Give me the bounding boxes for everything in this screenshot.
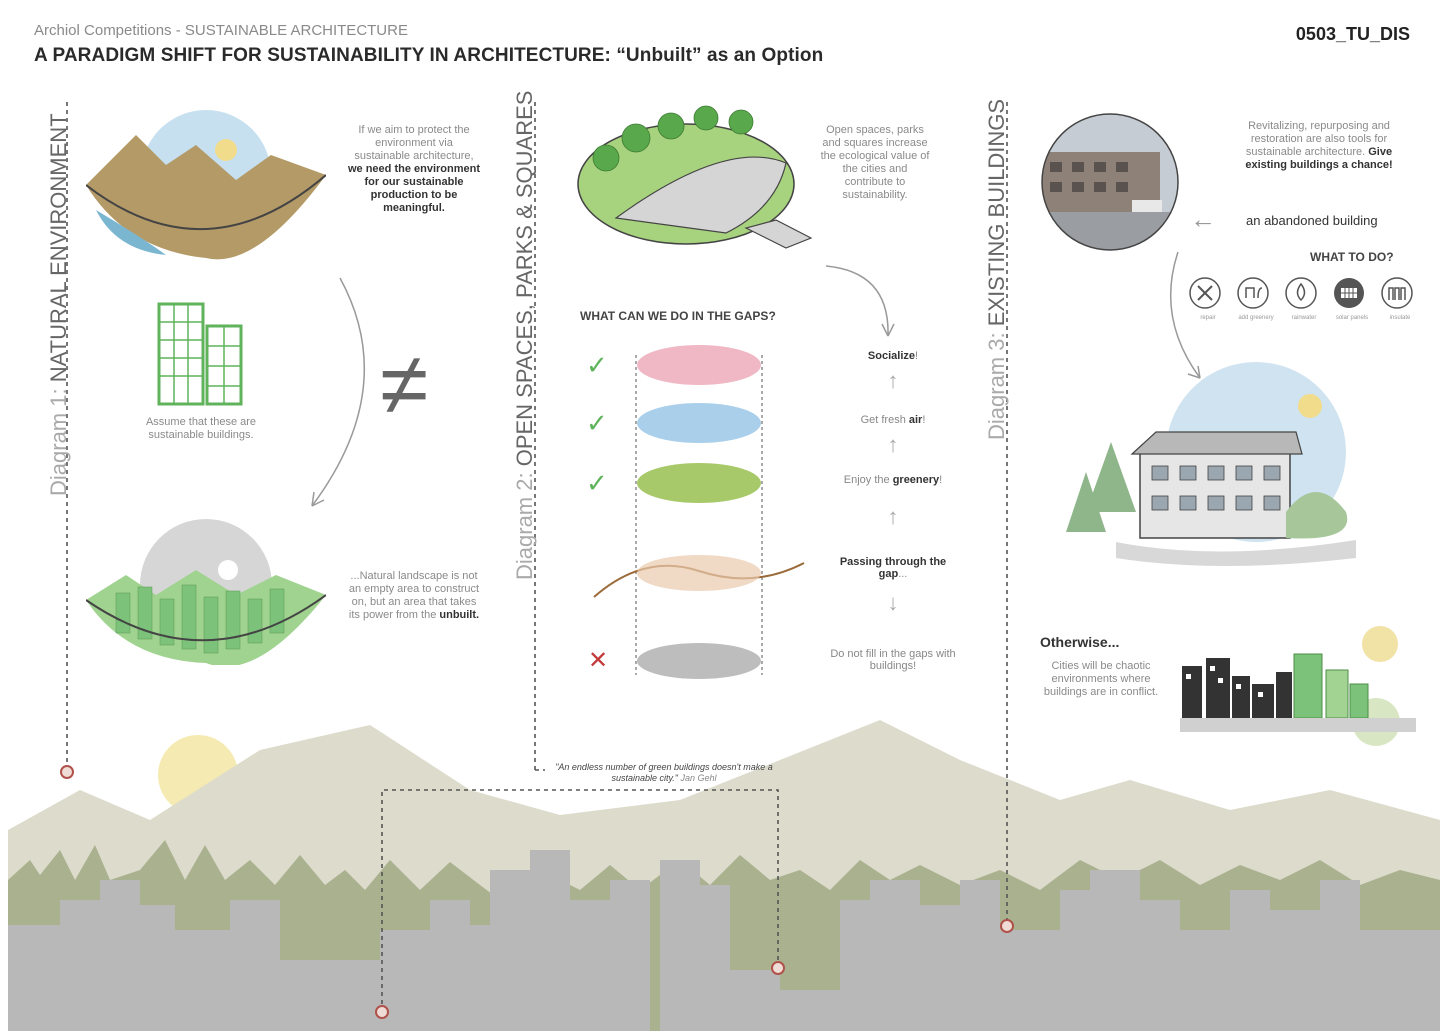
check-icon: ✓ xyxy=(586,350,608,380)
action-icons-row: repair add greenery rainwater solar pane… xyxy=(1188,276,1420,321)
gap-layers-diagram xyxy=(593,345,805,679)
otherwise-text: Cities will be chaotic environments wher… xyxy=(1043,660,1159,698)
step-greenery: Enjoy the greenery! xyxy=(843,474,943,486)
add-greenery-icon: add greenery xyxy=(1236,276,1276,321)
step-fresh-air: Get fresh air! xyxy=(860,414,926,426)
diagram3-label: Diagram 3: EXISTING BUILDINGS xyxy=(984,98,1009,440)
down-arrow-icon: ↓ xyxy=(887,590,899,615)
left-arrow-icon: ← xyxy=(1190,204,1216,234)
marker-dot xyxy=(375,1005,389,1019)
park-square-illustration xyxy=(577,105,812,249)
built-landscape-illustration xyxy=(86,519,326,665)
step-passing: Passing through the gap... xyxy=(839,556,947,580)
gaps-question: WHAT CAN WE DO IN THE GAPS? xyxy=(580,309,776,323)
city-skyline xyxy=(8,850,1440,1031)
up-arrow-icon: ↑ xyxy=(887,504,899,529)
check-icon: ✓ xyxy=(586,468,608,498)
abandoned-building-photo xyxy=(1041,113,1179,251)
step-do-not-fill: Do not fill in the gaps with buildings! xyxy=(830,648,956,672)
marker-dot xyxy=(771,961,785,975)
diagram2-connector xyxy=(381,789,779,1012)
diagram1-label: Diagram 1: NATURAL ENVIRONMENT xyxy=(46,113,71,496)
cross-icon: ✕ xyxy=(588,647,609,674)
green-buildings-icon xyxy=(157,302,243,406)
curved-arrow-icon xyxy=(311,277,366,507)
project-code: 0503_TU_DIS xyxy=(1295,24,1410,44)
curved-arrow-icon xyxy=(825,265,895,337)
solar-panels-icon: solar panels xyxy=(1332,276,1372,321)
up-arrow-icon: ↑ xyxy=(887,432,899,457)
buildings-layer xyxy=(637,643,761,679)
diagram1-text2: ...Natural landscape is not an empty are… xyxy=(348,570,480,621)
insulate-icon: insulate xyxy=(1380,276,1420,321)
chaotic-city-illustration xyxy=(1180,626,1416,746)
quote: "An endless number of green buildings do… xyxy=(555,762,773,783)
marker-dot xyxy=(1000,919,1014,933)
header-title: A PARADIGM SHIFT FOR SUSTAINABILITY IN A… xyxy=(34,45,824,66)
socialize-layer xyxy=(637,345,761,385)
curved-arrow-icon xyxy=(1169,251,1201,379)
diagram2-intro: Open spaces, parks and squares increase … xyxy=(820,124,930,201)
greenery-layer xyxy=(637,463,761,503)
revitalized-building-illustration xyxy=(1066,362,1356,566)
otherwise-heading: Otherwise... xyxy=(1040,634,1120,650)
not-equal-icon: ≠ xyxy=(380,334,429,433)
fresh-air-layer xyxy=(637,403,761,443)
mountain-landscape-illustration xyxy=(86,110,326,260)
step-socialize: Socialize! xyxy=(867,350,919,362)
buildings-caption: Assume that these are sustainable buildi… xyxy=(145,416,257,441)
rainwater-icon: rainwater xyxy=(1284,276,1324,321)
header-subtitle: Archiol Competitions - SUSTAINABLE ARCHI… xyxy=(34,22,408,39)
check-icon: ✓ xyxy=(586,408,608,438)
diagram1-text1: If we aim to protect the environment via… xyxy=(347,124,481,214)
marker-dot xyxy=(60,765,74,779)
what-to-do-heading: WHAT TO DO? xyxy=(1310,250,1394,264)
diagram3-text: Revitalizing, repurposing and restoratio… xyxy=(1245,120,1393,171)
up-arrow-icon: ↑ xyxy=(887,368,899,393)
abandoned-label: an abandoned building xyxy=(1246,213,1378,228)
repair-icon: repair xyxy=(1188,276,1228,321)
diagram2-label: Diagram 2: OPEN SPACES, PARKS & SQUARES xyxy=(512,90,537,580)
